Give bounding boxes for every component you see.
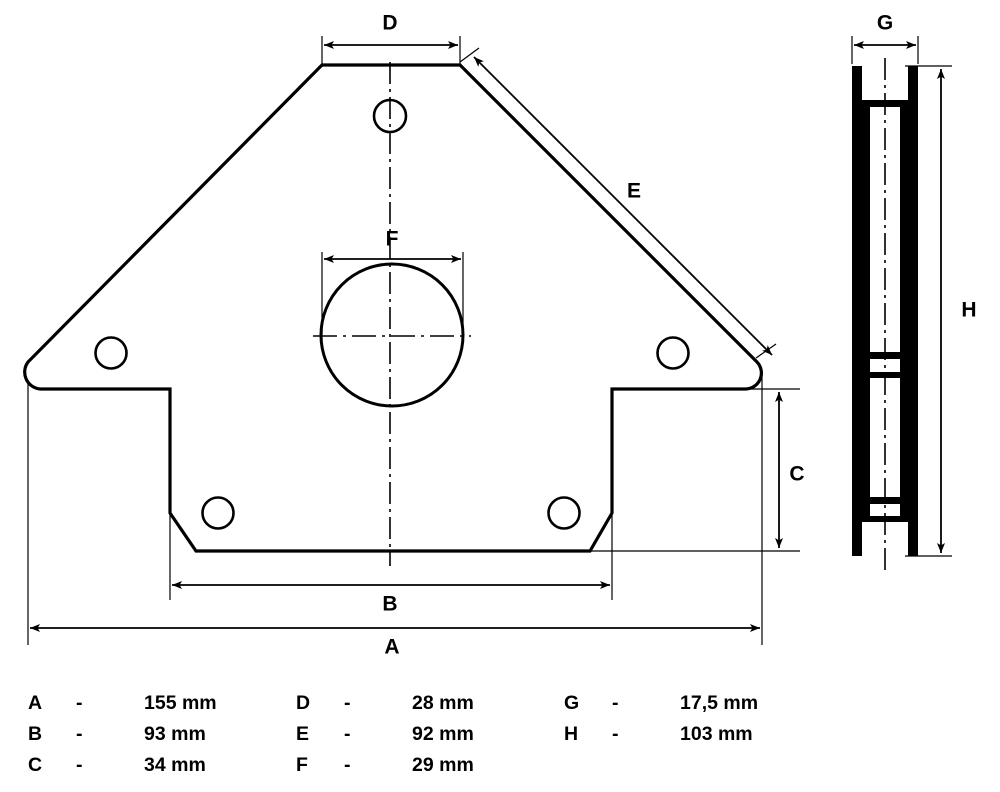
legend-value: 28 mm — [412, 692, 474, 714]
legend-key — [564, 750, 612, 781]
hole-left-lower — [201, 496, 235, 530]
legend-key: H — [564, 723, 579, 745]
legend-key: A — [28, 692, 43, 714]
legend-value: 103 mm — [680, 723, 753, 745]
e-dimension-line — [473, 56, 773, 356]
dimension-label-H: H — [961, 299, 976, 322]
dimension-label-B: B — [382, 593, 397, 616]
side-view-group: G H — [851, 12, 977, 572]
legend-key: C — [28, 754, 43, 776]
legend-dash: - — [344, 723, 351, 745]
legend-dash — [612, 750, 680, 781]
dimension-label-D: D — [382, 12, 397, 35]
legend-value: 92 mm — [412, 723, 474, 745]
side-plate-right-outer — [908, 66, 918, 556]
legend-table: A - 155 mm D - 28 mm G - 17,5 mm B - 93 … — [28, 688, 832, 781]
dimension-legend: A - 155 mm D - 28 mm G - 17,5 mm B - 93 … — [0, 688, 1000, 792]
legend-value: 155 mm — [144, 692, 217, 714]
hole-left-upper — [94, 336, 128, 370]
legend-value: 17,5 mm — [680, 692, 759, 714]
e-ext-top — [459, 47, 480, 63]
legend-key: G — [564, 692, 580, 714]
body-outline — [23, 63, 763, 553]
dimension-label-C: C — [789, 463, 804, 486]
side-web-bottom-top — [862, 497, 908, 504]
legend-dash: - — [344, 754, 351, 776]
dimension-label-F: F — [386, 228, 399, 251]
legend-dash: - — [76, 692, 83, 714]
legend-value: 29 mm — [412, 754, 474, 776]
dimension-label-G: G — [877, 12, 893, 35]
legend-value: 34 mm — [144, 754, 206, 776]
dimension-label-E: E — [627, 180, 641, 203]
legend-key: F — [296, 754, 308, 776]
legend-value: 93 mm — [144, 723, 206, 745]
legend-row: A - 155 mm D - 28 mm G - 17,5 mm — [28, 688, 832, 719]
legend-dash: - — [612, 692, 619, 714]
side-wall-left-inner — [862, 100, 870, 522]
legend-dash: - — [76, 754, 83, 776]
legend-row: B - 93 mm E - 92 mm H - 103 mm — [28, 719, 832, 750]
legend-row: C - 34 mm F - 29 mm — [28, 750, 832, 781]
legend-key: D — [296, 692, 311, 714]
legend-value — [680, 750, 832, 781]
e-ext-bottom — [755, 343, 777, 359]
hole-right-lower — [547, 496, 581, 530]
legend-dash: - — [612, 723, 619, 745]
legend-key: B — [28, 723, 43, 745]
side-wall-right-inner — [900, 100, 908, 522]
legend-dash: - — [76, 723, 83, 745]
side-plate-left-outer — [852, 66, 862, 556]
legend-dash: - — [344, 692, 351, 714]
hole-center-large — [319, 262, 465, 408]
dimension-label-A: A — [384, 636, 399, 659]
front-view-group: D F E C B A — [23, 12, 805, 659]
hole-right-upper — [656, 336, 690, 370]
legend-key: E — [296, 723, 310, 745]
